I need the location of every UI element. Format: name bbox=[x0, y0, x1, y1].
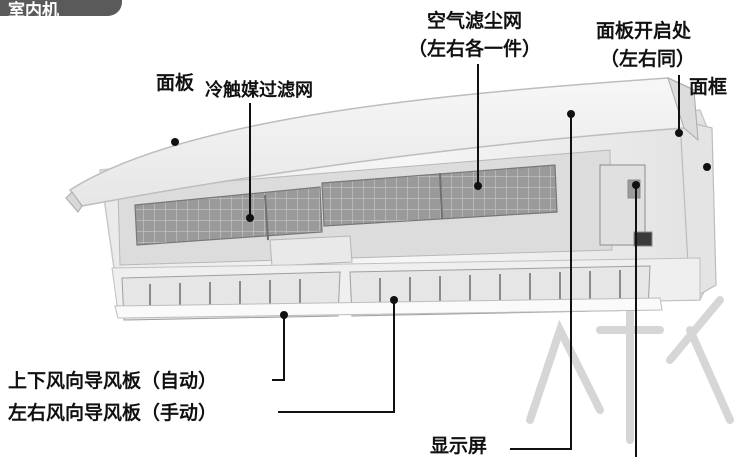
front-panel bbox=[65, 77, 699, 213]
label-panel-open: 面板开启处 bbox=[596, 20, 692, 42]
label-vertical-louver: 上下风向导风板（自动） bbox=[8, 370, 218, 392]
watermark bbox=[526, 296, 734, 444]
corner-tag-text: 室内机 bbox=[8, 1, 59, 21]
label-air-dust-filter-note: （左右各一件） bbox=[408, 38, 542, 60]
label-panel-open-note: （左右同） bbox=[600, 48, 696, 70]
cold-catalyst-filter-left bbox=[134, 186, 323, 246]
right-mechanism bbox=[599, 164, 653, 247]
label-panel: 面板 bbox=[156, 72, 195, 94]
leader-lines bbox=[249, 64, 680, 457]
label-frame: 面框 bbox=[689, 76, 728, 98]
label-air-dust-filter: 空气滤尘网 bbox=[427, 10, 523, 32]
leader-dots bbox=[171, 110, 711, 319]
label-display: 显示屏 bbox=[430, 435, 488, 457]
corner-tag: 室内机 bbox=[0, 0, 122, 21]
label-cold-catalyst-filter: 冷触媒过滤网 bbox=[205, 80, 313, 101]
label-horizontal-louver: 左右风向导风板（手动） bbox=[8, 402, 218, 424]
louver-assembly bbox=[111, 257, 701, 321]
